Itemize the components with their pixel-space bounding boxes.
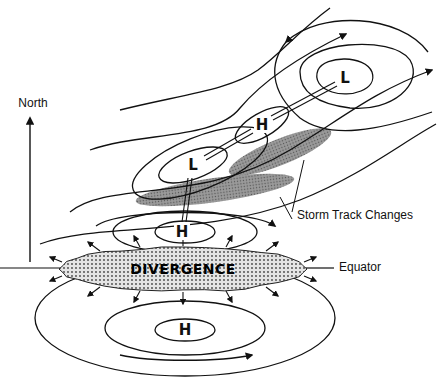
divergence-arrow: [182, 292, 183, 304]
callout-label: Storm Track Changes: [295, 209, 415, 222]
leader-line: [280, 197, 292, 219]
divergence-arrow: [134, 236, 140, 247]
north-arrow: [29, 118, 30, 262]
streamline: [300, 44, 413, 108]
streamline: [124, 112, 277, 214]
divergence-region: DIVERGENCE: [58, 246, 308, 292]
streamline: [120, 355, 252, 360]
stipple-blob: [59, 247, 307, 291]
divergence-arrow: [50, 234, 316, 304]
divergence-arrow: [88, 242, 100, 251]
high-pressure-letter: H: [177, 322, 194, 339]
divergence-arrow: [226, 291, 232, 302]
high-pressure-letter: H: [254, 117, 271, 134]
divergence-arrow: [226, 236, 232, 247]
equator-line: [306, 267, 334, 268]
wave-train-ray: [186, 178, 192, 222]
streamline: [155, 221, 215, 243]
low-pressure-letter: L: [186, 157, 200, 174]
axis-label: North: [16, 97, 49, 110]
streamline: [90, 34, 346, 150]
divergence-arrow: [134, 291, 140, 302]
divergence-arrow: [50, 276, 62, 281]
streamline: [40, 124, 436, 244]
region-label: DIVERGENCE: [130, 261, 236, 277]
wave-train-ray: [204, 129, 251, 156]
wave-train-ray: [273, 86, 337, 120]
wave-train-ray: [182, 82, 337, 222]
streamline: [155, 319, 215, 341]
divergence-arrow: [304, 276, 316, 281]
streamline: [70, 70, 432, 212]
north-arrow: [29, 118, 30, 262]
divergence-arrow: [50, 257, 62, 262]
divergence-arrow: [304, 257, 316, 262]
streamline: [275, 42, 432, 131]
low-pressure-letter: L: [338, 70, 352, 87]
wave-train-ray: [206, 133, 253, 160]
divergence-arrow: [266, 287, 278, 296]
high-pressure-letter: H: [174, 224, 191, 241]
divergence-arrow: [266, 242, 278, 251]
streamline: [317, 59, 373, 94]
equator-line: [0, 267, 60, 268]
wave-train-ray: [271, 82, 335, 116]
streamline: [35, 8, 436, 376]
streamline: [230, 100, 294, 151]
divergence-arrow: [88, 287, 100, 296]
streamline: [286, 20, 428, 52]
equator-label: Equator: [337, 261, 383, 274]
streamline: [105, 301, 265, 355]
leader-line: [292, 160, 304, 212]
